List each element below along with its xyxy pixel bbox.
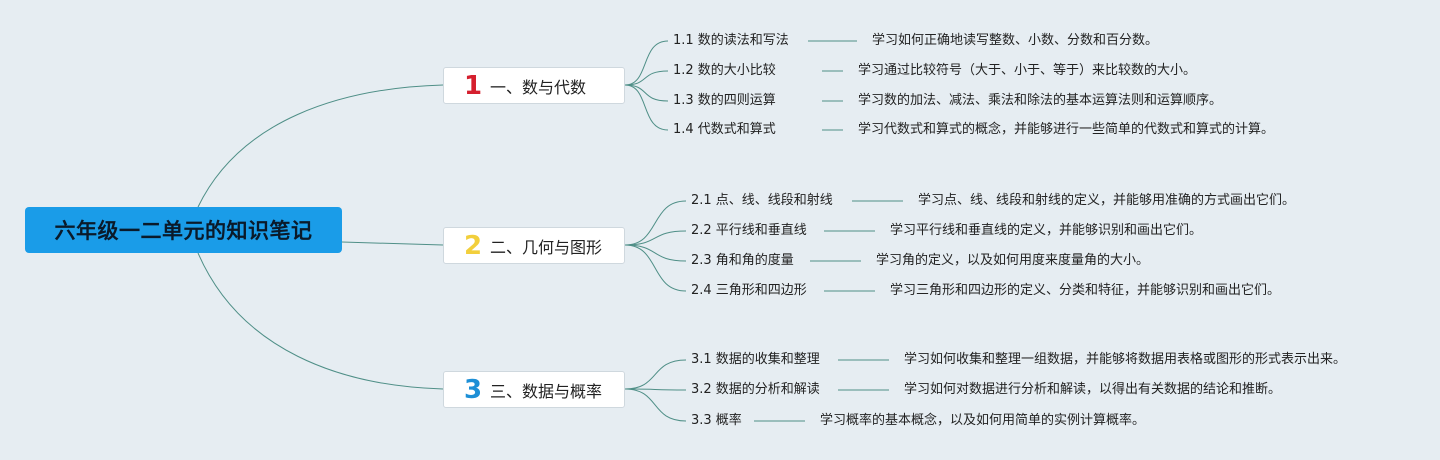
desc-1-4[interactable]: 学习代数式和算式的概念，并能够进行一些简单的代数式和算式的计算。 — [858, 122, 1275, 137]
connector-branch-1-leaf-4 — [624, 84, 669, 131]
connector-branch-3-leaf-2 — [624, 388, 687, 391]
connector-branch-2-leaf-1 — [624, 200, 687, 246]
desc-2-2[interactable]: 学习平行线和垂直线的定义，并能够识别和画出它们。 — [890, 223, 1203, 238]
branch-number-3: 3 — [463, 374, 483, 405]
connector-branch-2-leaf-2 — [624, 230, 687, 246]
root-topic[interactable]: 六年级一二单元的知识笔记 — [25, 207, 342, 253]
leaf-1-4[interactable]: 1.4 代数式和算式 — [673, 122, 776, 137]
leaf-2-2[interactable]: 2.2 平行线和垂直线 — [691, 223, 807, 238]
connector-branch-2-leaf-3 — [624, 244, 687, 262]
connector-branch-1-leaf-1 — [624, 40, 669, 86]
desc-1-3[interactable]: 学习数的加法、减法、乘法和除法的基本运算法则和运算顺序。 — [858, 93, 1223, 108]
branch-label-2: 二、几何与图形 — [490, 237, 603, 257]
branch-number-1: 1 — [463, 70, 483, 101]
branch-topic-1[interactable]: 1 一、数与代数 — [443, 67, 625, 104]
branch-topic-3[interactable]: 3 三、数据与概率 — [443, 371, 625, 408]
leaf-3-1[interactable]: 3.1 数据的收集和整理 — [691, 352, 820, 367]
leaf-2-1[interactable]: 2.1 点、线、线段和射线 — [691, 193, 833, 208]
branch-label-1: 一、数与代数 — [490, 77, 587, 97]
desc-3-3[interactable]: 学习概率的基本概念，以及如何用简单的实例计算概率。 — [820, 413, 1146, 428]
connector-branch-2-leaf-4 — [624, 244, 687, 292]
root-title: 六年级一二单元的知识笔记 — [54, 219, 313, 243]
desc-2-1[interactable]: 学习点、线、线段和射线的定义，并能够用准确的方式画出它们。 — [918, 193, 1296, 208]
connector-root-branch-1 — [197, 84, 444, 208]
desc-2-4[interactable]: 学习三角形和四边形的定义、分类和特征，并能够识别和画出它们。 — [890, 283, 1281, 298]
leaf-2-3[interactable]: 2.3 角和角的度量 — [691, 253, 794, 268]
connector-branch-1-leaf-2 — [624, 70, 669, 86]
desc-1-2[interactable]: 学习通过比较符号（大于、小于、等于）来比较数的大小。 — [858, 63, 1197, 78]
desc-3-2[interactable]: 学习如何对数据进行分析和解读，以得出有关数据的结论和推断。 — [904, 382, 1282, 397]
connector-root-branch-2 — [341, 241, 444, 246]
branch-label-3: 三、数据与概率 — [490, 381, 603, 401]
desc-3-1[interactable]: 学习如何收集和整理一组数据，并能够将数据用表格或图形的形式表示出来。 — [904, 352, 1347, 367]
leaf-3-2[interactable]: 3.2 数据的分析和解读 — [691, 382, 820, 397]
connector-root-branch-3 — [197, 252, 444, 390]
leaf-3-3[interactable]: 3.3 概率 — [691, 413, 742, 428]
leaf-1-3[interactable]: 1.3 数的四则运算 — [673, 93, 776, 108]
desc-1-1[interactable]: 学习如何正确地读写整数、小数、分数和百分数。 — [872, 33, 1159, 48]
branch-number-2: 2 — [463, 230, 483, 261]
leaf-1-1[interactable]: 1.1 数的读法和写法 — [673, 33, 789, 48]
desc-2-3[interactable]: 学习角的定义，以及如何用度来度量角的大小。 — [876, 253, 1150, 268]
connector-branch-3-leaf-1 — [624, 359, 687, 390]
branch-topic-2[interactable]: 2 二、几何与图形 — [443, 227, 625, 264]
connector-branch-1-leaf-3 — [624, 84, 669, 102]
connector-branch-3-leaf-3 — [624, 388, 687, 422]
leaf-1-2[interactable]: 1.2 数的大小比较 — [673, 63, 776, 78]
leaf-2-4[interactable]: 2.4 三角形和四边形 — [691, 283, 807, 298]
